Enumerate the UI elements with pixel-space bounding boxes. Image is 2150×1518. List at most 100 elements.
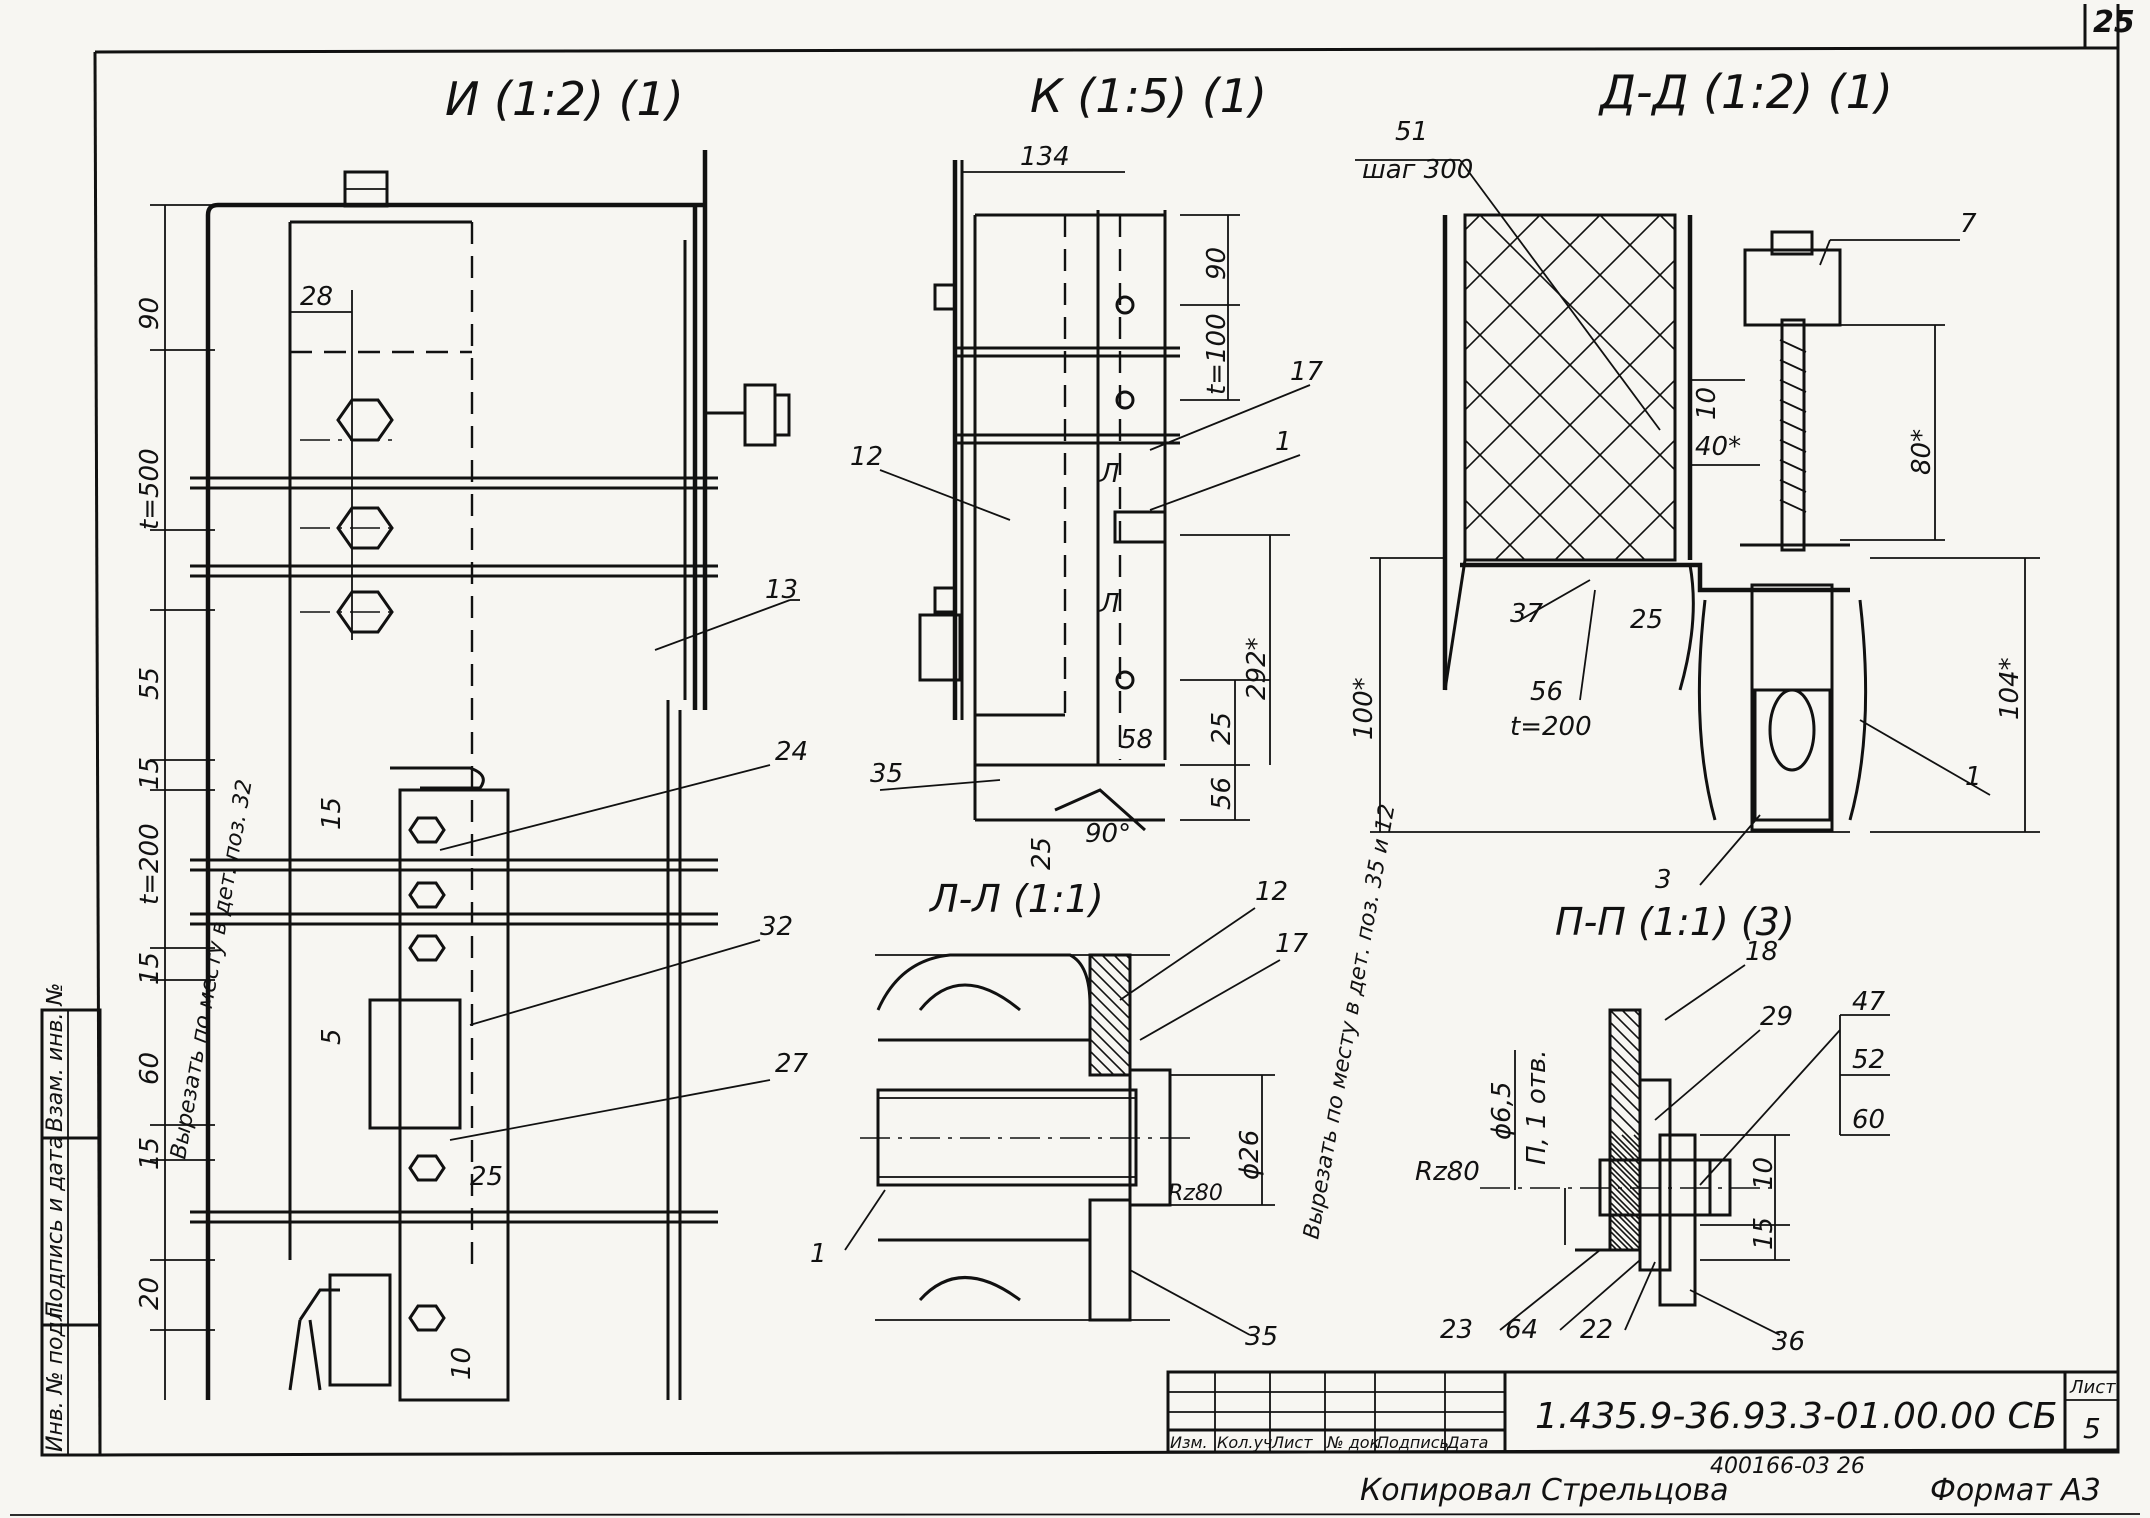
dim-dd-t200: t=200	[1510, 712, 1592, 742]
dim-ll-rz: Rz80	[1168, 1181, 1223, 1206]
callout-27: 27	[775, 1049, 809, 1079]
dim-dd-104: 104*	[1995, 657, 2025, 720]
tb-col-izm: Изм.	[1170, 1433, 1208, 1452]
footer-order: 400166-03 26	[1710, 1454, 1865, 1479]
tb-designation: 1.435.9-36.93.3-01.00.00 СБ	[1535, 1396, 2057, 1437]
callout-1-k: 1	[1275, 427, 1292, 457]
dim-pp-rz: Rz80	[1415, 1157, 1480, 1187]
dim-k-25-angle: 25	[1027, 837, 1057, 870]
callout-56: 56	[1530, 677, 1563, 707]
dim-dd-80: 80*	[1907, 429, 1937, 475]
view-title-i: И (1:2) (1)	[445, 72, 684, 126]
callout-37: 37	[1510, 599, 1544, 629]
dim-k-56: 56	[1207, 777, 1237, 810]
callout-12-ll: 12	[1255, 877, 1288, 907]
section-mark-b: Л	[1099, 589, 1120, 619]
callout-13: 13	[765, 575, 798, 605]
callout-32: 32	[760, 912, 793, 942]
wire-lines	[190, 476, 718, 1224]
callout-17-k: 17	[1290, 357, 1324, 387]
pp-plate-hatch	[1610, 1010, 1640, 1250]
dim-i-t500: t=500	[135, 448, 165, 530]
view-k-drawing	[879, 160, 1311, 832]
callout-24: 24	[775, 737, 808, 767]
dim-i-t200: t=200	[135, 823, 165, 905]
ll-plate-hatch	[1090, 955, 1130, 1075]
dim-i-28: 28	[300, 282, 333, 312]
callout-35-k: 35	[870, 759, 903, 789]
callout-47: 47	[1852, 987, 1886, 1017]
view-title-ll: Л-Л (1:1)	[928, 877, 1104, 921]
dim-dd-25: 25	[1630, 605, 1663, 635]
view-i-drawing	[150, 150, 800, 1402]
dim-dd-40: 40*	[1695, 432, 1741, 462]
dim-k-25: 25	[1207, 712, 1237, 745]
insulation-hatch	[1465, 215, 1675, 560]
view-title-pp: П-П (1:1) (3)	[1555, 900, 1795, 944]
footer-format: Формат А3	[1930, 1473, 2101, 1508]
dim-k-292: 292*	[1242, 637, 1272, 700]
dim-i-60: 60	[135, 1052, 165, 1085]
tb-sheet-label: Лист	[2069, 1377, 2116, 1398]
dim-pp-15: 15	[1749, 1217, 1779, 1250]
callout-1-ll: 1	[810, 1239, 827, 1269]
callout-36: 36	[1772, 1327, 1805, 1357]
tb-col-list: Лист	[1271, 1433, 1313, 1452]
dim-ll-dia: ϕ26	[1235, 1130, 1265, 1180]
title-block	[1166, 1370, 2120, 1454]
callout-60: 60	[1852, 1105, 1885, 1135]
callout-12-k: 12	[850, 442, 883, 472]
tb-col-data: Дата	[1446, 1433, 1488, 1452]
dim-dd-100: 100*	[1349, 677, 1379, 740]
dim-i-5: 5	[317, 1028, 347, 1045]
dim-pp-10: 10	[1749, 1157, 1779, 1190]
section-mark-a: Л	[1099, 459, 1120, 489]
footer-copied-by: Копировал Стрельцова	[1360, 1473, 1729, 1508]
dim-k-134: 134	[1020, 142, 1070, 172]
dim-i-15-inner: 15	[317, 797, 347, 830]
dim-i-15b: 15	[135, 952, 165, 985]
dim-i-20: 20	[135, 1277, 165, 1310]
tb-col-podpis: Подпись	[1377, 1433, 1449, 1452]
dim-k-90: 90	[1202, 247, 1232, 280]
dim-dd-10: 10	[1692, 387, 1722, 420]
callout-18: 18	[1745, 937, 1778, 967]
dim-k-angle: 90°	[1085, 819, 1131, 849]
callout-35-ll: 35	[1245, 1322, 1278, 1352]
hex-nuts	[300, 398, 446, 1332]
section-pp-drawing	[1480, 964, 1890, 1336]
dim-i-15c: 15	[135, 1137, 165, 1170]
callout-51-note: шаг 300	[1362, 155, 1473, 185]
callout-23: 23	[1440, 1315, 1473, 1345]
dim-i-55: 55	[135, 667, 165, 700]
cut-note-i: Вырезать по месту в дет. поз. 32	[166, 778, 257, 1161]
stamp-inv-podl: Инв. № подл.	[43, 1300, 68, 1452]
dim-k-t100: t=100	[1202, 313, 1232, 395]
section-ll-drawing	[844, 907, 1281, 1336]
view-dd-drawing	[1355, 159, 2040, 886]
stamp-podpis-data: Подпись и дата	[43, 1136, 68, 1318]
dim-pp-holes: П, 1 отв.	[1522, 1049, 1552, 1165]
callout-22: 22	[1580, 1315, 1613, 1345]
callout-29: 29	[1760, 1002, 1793, 1032]
callout-1-dd: 1	[1965, 762, 1982, 792]
view-title-k: К (1:5) (1)	[1030, 69, 1267, 123]
callout-17-ll: 17	[1275, 929, 1309, 959]
callout-64: 64	[1505, 1315, 1538, 1345]
callout-7: 7	[1960, 209, 1977, 239]
dim-k-58: 58	[1120, 725, 1153, 755]
dim-i-10: 10	[447, 1347, 477, 1380]
cut-note-ll: Вырезать по месту в дет. поз. 35 и 12	[1299, 802, 1400, 1241]
page-number: 25	[2093, 5, 2135, 40]
callout-52: 52	[1852, 1045, 1885, 1075]
dim-i-25: 25	[470, 1162, 503, 1192]
tb-col-kol: Кол.уч	[1217, 1433, 1272, 1452]
tb-col-dok: № док.	[1326, 1433, 1384, 1452]
dim-i-90: 90	[135, 297, 165, 330]
dim-i-15a: 15	[135, 757, 165, 790]
dim-pp-dia: ϕ6,5	[1487, 1082, 1517, 1141]
callout-3: 3	[1655, 865, 1672, 895]
view-title-dd: Д-Д (1:2) (1)	[1598, 65, 1893, 119]
callout-51: 51	[1395, 117, 1428, 147]
